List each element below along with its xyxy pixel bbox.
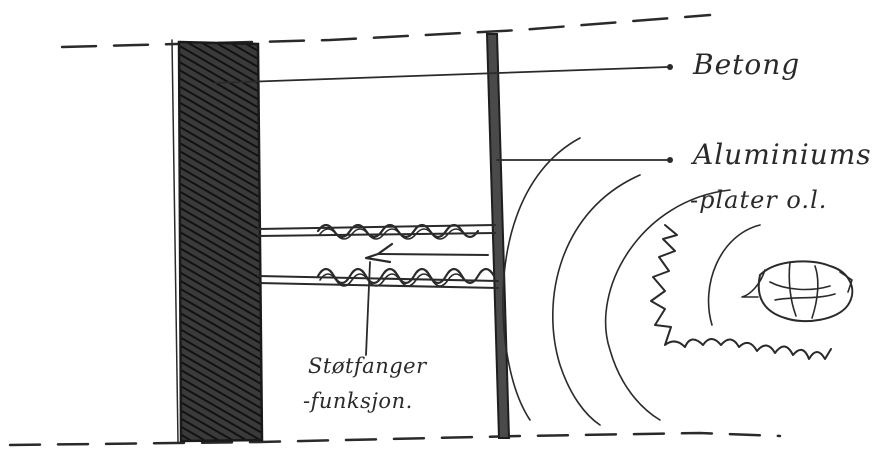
dashed-boundary-top — [62, 15, 710, 47]
force-arrow — [366, 244, 488, 262]
label-stotfanger-line2: -funksjon. — [303, 390, 413, 413]
leader-betong — [215, 64, 673, 83]
label-betong: Betong — [693, 50, 800, 81]
connector-lower — [258, 269, 498, 288]
label-stotfanger-line1: Støtfanger — [308, 355, 427, 378]
impact-splash — [651, 225, 831, 359]
label-aluminium-line2: -plater o.l. — [690, 187, 827, 213]
aluminium-plate — [487, 34, 509, 438]
dashed-boundary-bottom — [10, 433, 780, 445]
projectile-object — [742, 261, 852, 321]
label-aluminium-line1: Aluminiums — [693, 140, 872, 171]
leader-aluminium — [497, 157, 673, 163]
connector-upper — [258, 225, 495, 239]
concrete-wall — [172, 40, 262, 442]
impact-arcs — [503, 138, 760, 425]
